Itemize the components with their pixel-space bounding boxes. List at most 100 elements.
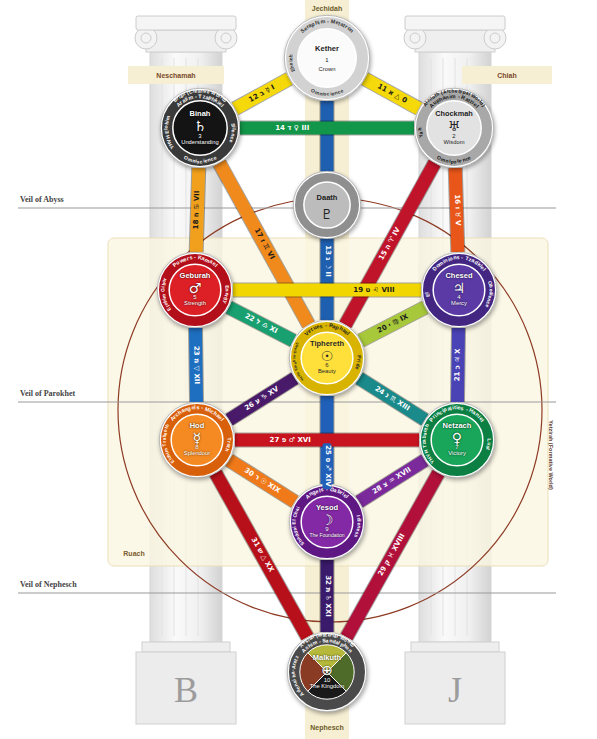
ring-letter: a [201, 256, 205, 262]
ring-letter [459, 95, 462, 101]
sephirah-circle: Archangels - MichaelElohim TzabaothTruth… [159, 402, 235, 478]
ring-letter: h [425, 424, 431, 429]
ring-letter [320, 639, 322, 644]
ring-letter: i [330, 91, 332, 96]
ring-letter: T [423, 444, 428, 448]
sephirah-disk [433, 264, 485, 316]
ring-letter: - [318, 639, 321, 644]
ring-letter: d [488, 291, 493, 294]
ring-letter: b [488, 285, 493, 289]
ring-letter: o [449, 256, 454, 262]
ring-letter: i [441, 409, 445, 415]
ring-letter: t [225, 446, 230, 449]
ring-letter [293, 359, 297, 360]
ring-letter: n [461, 157, 465, 163]
ring-letter: T [226, 437, 231, 440]
ring-letter: P [172, 262, 178, 268]
sephirah-disk [427, 101, 481, 155]
ring-letter: r [446, 90, 449, 95]
path-band-shadow [229, 307, 293, 340]
path-band-shadow [235, 79, 289, 109]
ring-letter: c [337, 89, 341, 95]
path-band [229, 378, 295, 419]
planet-symbol: ♃ [453, 281, 466, 295]
ring-letter: W [339, 636, 345, 642]
ring-letter: W [210, 91, 216, 97]
ring-letter: e [344, 330, 350, 336]
ring-letter: i [195, 159, 197, 164]
ring-letter: k [213, 98, 218, 104]
ring-letter: a [181, 98, 186, 104]
ring-letter: c [200, 159, 203, 164]
ring-letter [196, 255, 198, 260]
ring-letter: i [307, 638, 311, 643]
ring-letter: t [425, 101, 430, 105]
planet-symbol: ♀ [452, 431, 462, 445]
planet-symbol: ♂ [189, 281, 202, 295]
ring-letter: l [293, 519, 298, 521]
ring-letter: i [449, 94, 451, 100]
ring-letter: l [346, 332, 351, 337]
ring-letter: t [296, 344, 300, 346]
sephirah-name: Geburah [180, 273, 211, 281]
ring-letter: e [183, 257, 188, 263]
sephirah-name: Kether [315, 45, 339, 53]
ring-letter: h [294, 510, 300, 514]
ring-letter: r [339, 491, 343, 497]
path-band-group [359, 460, 425, 501]
virtue-text: Understanding [181, 140, 219, 146]
sephirah-rim [293, 171, 360, 238]
ring-letter: i [488, 294, 493, 296]
ring-letter: P [356, 356, 361, 359]
sephirah-name: Tiphereth [310, 341, 344, 349]
ring-letter: s [302, 641, 307, 646]
ring-letter: t [338, 21, 342, 27]
ring-letter [203, 406, 206, 412]
ring-letter: l [467, 92, 470, 97]
ring-letter: h [225, 447, 231, 451]
ring-letter: h [162, 299, 168, 304]
ring-letter: i [318, 20, 321, 26]
ring-letter: a [339, 22, 344, 28]
ring-letter: a [198, 89, 201, 94]
ring-letter: p [443, 407, 448, 413]
ring-letter: t [325, 633, 327, 638]
ring-letter [193, 95, 196, 101]
ring-letter: e [457, 405, 460, 411]
ring-letter: S [322, 638, 326, 644]
ring-letter: E [425, 293, 430, 297]
ring-letter: i [332, 634, 334, 639]
ring-letter: n [192, 158, 196, 163]
ring-letter: s [353, 533, 359, 538]
ring-letter: o [215, 93, 220, 99]
ring-letter: V [166, 138, 172, 143]
ring-letter: h [418, 128, 423, 131]
ring-letter: h [165, 424, 170, 429]
sephirah-number: 1 [325, 57, 328, 63]
planet-symbol: ♅ [448, 119, 461, 133]
ring-letter: a [163, 432, 168, 435]
ring-letter: s [456, 255, 459, 260]
ring-letter: i [231, 127, 236, 128]
ring-letter: n [308, 491, 314, 497]
ring-letter: O [487, 280, 493, 285]
ring-letter: t [293, 658, 298, 661]
ring-letter: Y [169, 144, 175, 150]
ring-letter: n [356, 525, 361, 529]
ring-letter: V [298, 373, 302, 377]
ring-letter: a [295, 346, 299, 349]
sephirah-ring [288, 633, 366, 711]
ring-letter: w [179, 258, 185, 265]
path-band-shadow [345, 163, 434, 325]
ring-letter: t [454, 405, 456, 411]
ring-letter: s [196, 405, 199, 410]
ring-letter: l [169, 457, 173, 461]
path-band [229, 460, 295, 501]
ring-letter: m [437, 260, 444, 267]
ring-letter: i [178, 95, 182, 100]
ring-letter: d [479, 101, 485, 106]
ring-letter: n [334, 90, 338, 96]
sephirah-circle: Briah (Creative World)Aralim - Tzaphkiel… [160, 88, 240, 168]
ring-letter: i [452, 406, 454, 412]
ring-letter: i [356, 361, 361, 363]
